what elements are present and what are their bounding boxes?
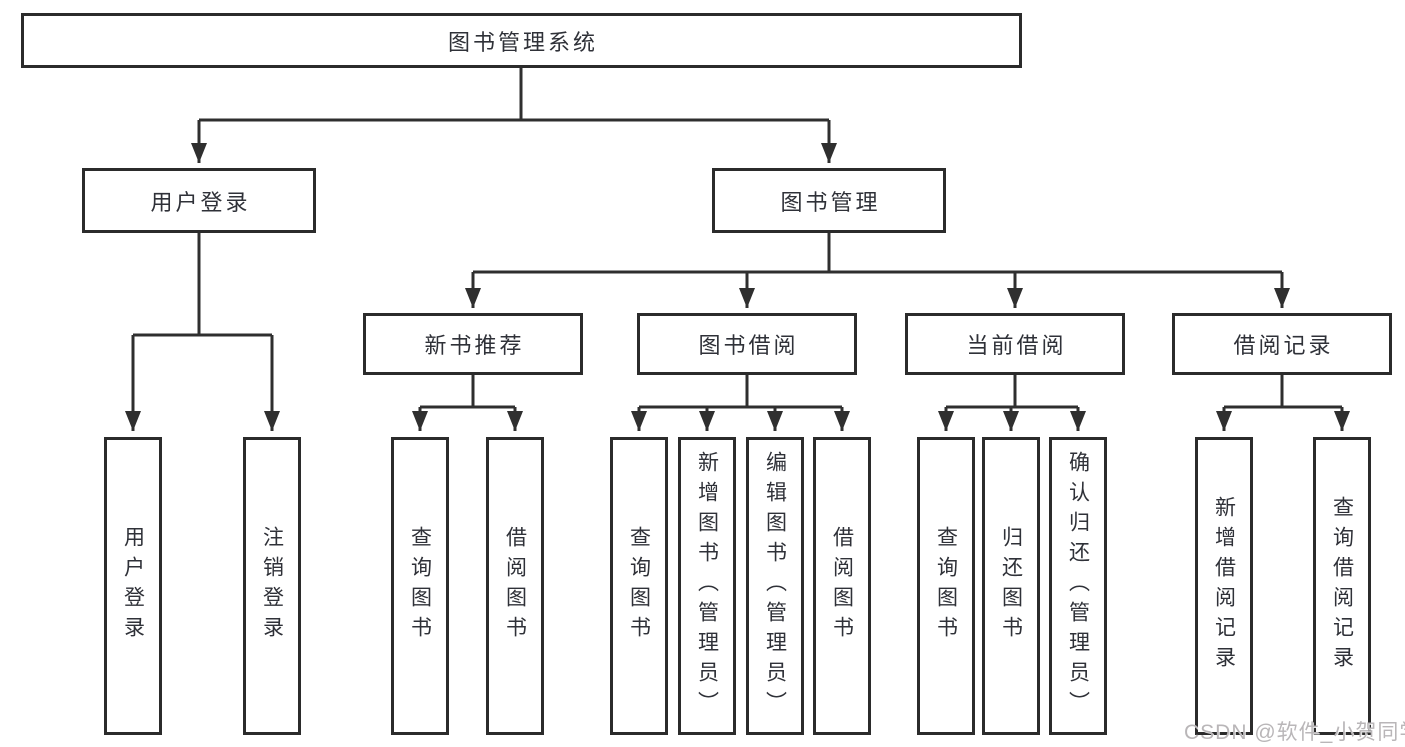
leaf-user-login: 用户登录	[104, 437, 162, 735]
node-book-mgmt: 图书管理	[712, 168, 946, 233]
leaf-user-login-label: 用户登录	[121, 526, 145, 646]
node-user-login-label: 用户登录	[150, 189, 251, 215]
leaf-logout-label: 注销登录	[260, 526, 284, 646]
connector-current-borrow-branch	[946, 375, 1078, 409]
connector-user-login-branch	[133, 233, 272, 337]
leaf-br-add-record-label: 新增借阅记录	[1212, 496, 1236, 676]
leaf-br-query-record-label: 查询借阅记录	[1330, 496, 1354, 676]
leaf-cb-query-books-label: 查询图书	[934, 526, 958, 646]
leaf-nbr-query-books: 查询图书	[391, 437, 449, 735]
leaf-nbr-borrow-books: 借阅图书	[486, 437, 544, 735]
leaf-bb-borrow-books: 借阅图书	[813, 437, 871, 735]
leaf-cb-confirm-return: 确认归还（管理员）	[1049, 437, 1107, 735]
connector-book-mgmt-branch	[473, 233, 1282, 274]
node-new-book-rec-label: 新书推荐	[424, 333, 525, 358]
leaf-bb-add-books-label: 新增图书（管理员）	[695, 451, 719, 721]
node-borrow-records-label: 借阅记录	[1233, 333, 1334, 358]
leaf-cb-return-books: 归还图书	[982, 437, 1040, 735]
leaf-nbr-query-books-label: 查询图书	[408, 526, 432, 646]
node-root-label: 图书管理系统	[447, 29, 598, 55]
node-new-book-rec: 新书推荐	[363, 313, 583, 375]
leaf-cb-query-books: 查询图书	[917, 437, 975, 735]
node-current-borrow: 当前借阅	[905, 313, 1125, 375]
leaf-bb-edit-books-label: 编辑图书（管理员）	[763, 451, 787, 721]
node-book-borrow: 图书借阅	[637, 313, 857, 375]
node-borrow-records: 借阅记录	[1172, 313, 1392, 375]
connector-new-book-rec-branch	[420, 375, 515, 409]
leaf-nbr-borrow-books-label: 借阅图书	[503, 526, 527, 646]
leaf-br-add-record: 新增借阅记录	[1195, 437, 1253, 735]
leaf-logout: 注销登录	[243, 437, 301, 735]
watermark: CSDN @软件_小贺同学	[1184, 721, 1405, 744]
node-user-login: 用户登录	[82, 168, 316, 233]
leaf-bb-borrow-books-label: 借阅图书	[830, 526, 854, 646]
connector-root-branch	[199, 66, 829, 122]
leaf-br-query-record: 查询借阅记录	[1313, 437, 1371, 735]
leaf-cb-confirm-return-label: 确认归还（管理员）	[1066, 451, 1090, 721]
node-root: 图书管理系统	[21, 13, 1022, 68]
leaf-bb-query-books-label: 查询图书	[627, 526, 651, 646]
leaf-cb-return-books-label: 归还图书	[999, 526, 1023, 646]
leaf-bb-add-books: 新增图书（管理员）	[678, 437, 736, 735]
leaf-bb-query-books: 查询图书	[610, 437, 668, 735]
node-book-borrow-label: 图书借阅	[698, 333, 799, 358]
node-current-borrow-label: 当前借阅	[966, 333, 1067, 358]
leaf-bb-edit-books: 编辑图书（管理员）	[746, 437, 804, 735]
connector-book-borrow-branch	[639, 375, 842, 409]
connector-borrow-records-branch	[1224, 375, 1342, 409]
node-book-mgmt-label: 图书管理	[780, 189, 881, 215]
